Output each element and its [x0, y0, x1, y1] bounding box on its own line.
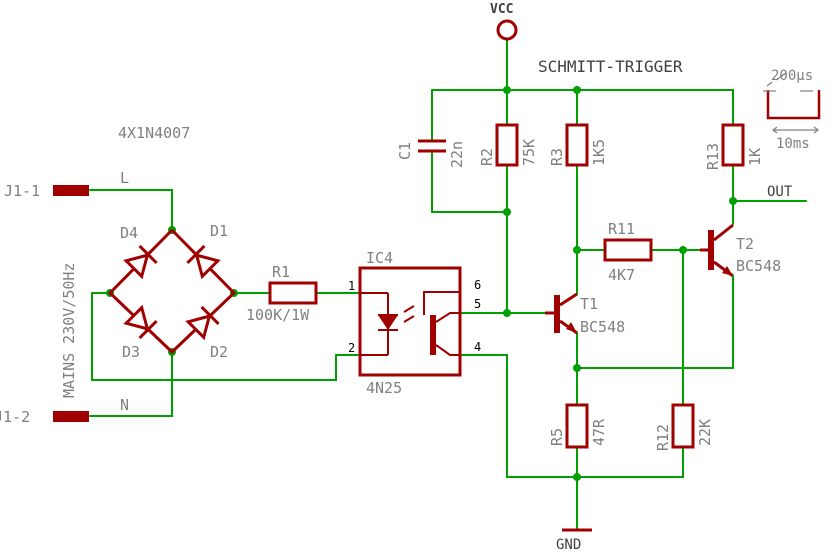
j1-1-connector	[53, 185, 89, 196]
schematic-title: SCHMITT-TRIGGER	[538, 57, 683, 76]
c1-value: 22n	[448, 141, 466, 168]
vcc-symbol	[496, 19, 518, 41]
r1-value: 100K/1W	[246, 306, 310, 324]
r13-resistor	[721, 123, 745, 167]
out-label: OUT	[767, 184, 793, 200]
output-waveform	[763, 72, 821, 134]
d3-label: D3	[122, 343, 140, 361]
junctions	[106, 86, 737, 481]
t2-value: BC548	[736, 257, 781, 275]
bridge-rectifier	[107, 228, 237, 355]
ic4-pin5-label: 5	[474, 297, 481, 311]
wires	[89, 39, 807, 529]
junction-dot	[573, 473, 581, 481]
wire-bridge-minus	[91, 292, 361, 381]
junction-dot	[503, 309, 511, 317]
r13-value: 1K	[746, 148, 764, 166]
d4-label: D4	[120, 224, 138, 242]
junction-dot	[503, 208, 511, 216]
gnd-label: GND	[556, 537, 581, 553]
r5-resistor	[565, 403, 589, 449]
wire-rail	[431, 89, 734, 126]
r3-name: R3	[548, 148, 566, 166]
wire-line	[89, 189, 173, 231]
t2-transistor	[700, 223, 734, 369]
line-label: L	[120, 169, 129, 187]
pulse-width-label: 200µs	[771, 68, 813, 84]
r12-value: 22K	[696, 419, 714, 446]
junction-dot	[573, 86, 581, 94]
ic4-pin6-label: 6	[474, 278, 481, 292]
r5-name: R5	[548, 428, 566, 446]
mains-label: MAINS 230V/50Hz	[60, 263, 78, 398]
r12-resistor	[671, 403, 695, 449]
r12-name: R12	[654, 424, 672, 451]
ic4-optocoupler	[358, 266, 462, 377]
c1-capacitor	[418, 139, 446, 153]
r2-value: 75K	[520, 139, 538, 166]
ic4-type: 4N25	[366, 379, 402, 397]
t1-name: T1	[580, 295, 598, 313]
neutral-label: N	[120, 396, 129, 414]
d3-diode	[123, 304, 158, 340]
junction-dot	[573, 246, 581, 254]
bridge-type-label: 4X1N4007	[118, 124, 190, 142]
wire-c1-bottom	[431, 151, 508, 213]
junction-dot	[679, 246, 687, 254]
j1-2-label: J1-2	[0, 408, 30, 426]
r11-name: R11	[608, 220, 635, 238]
r2-name: R2	[478, 148, 496, 166]
t1-value: BC548	[580, 318, 625, 336]
r1-name: R1	[272, 263, 290, 281]
t1-transistor	[545, 292, 578, 335]
r1-resistor	[268, 281, 318, 305]
r5-value: 47R	[590, 418, 608, 446]
junction-dot	[729, 197, 737, 205]
ic4-pin1-label: 1	[348, 279, 355, 293]
d1-label: D1	[210, 222, 228, 240]
wire-pin4	[459, 354, 684, 478]
j1-1-label: J1-1	[4, 182, 40, 200]
r11-resistor	[603, 238, 653, 262]
ic4-pin2-label: 2	[348, 341, 355, 355]
junction-dot	[503, 86, 511, 94]
d1-diode	[186, 244, 221, 280]
c1-name: C1	[396, 142, 414, 160]
ic4-name: IC4	[366, 249, 393, 267]
junction-dot	[573, 364, 581, 372]
r11-value: 4K7	[608, 266, 635, 284]
r13-name: R13	[704, 143, 722, 170]
r3-value: 1K5	[590, 139, 608, 166]
d4-diode	[123, 244, 158, 280]
r2-resistor	[495, 123, 519, 167]
wire-neutral	[89, 351, 173, 417]
j1-2-connector	[53, 411, 89, 422]
vcc-label: VCC	[490, 2, 513, 17]
d2-diode	[185, 305, 220, 341]
period-label: 10ms	[776, 136, 810, 152]
t2-name: T2	[736, 235, 754, 253]
ic4-pin4-label: 4	[474, 340, 481, 354]
d2-label: D2	[210, 343, 228, 361]
r3-resistor	[565, 123, 589, 167]
